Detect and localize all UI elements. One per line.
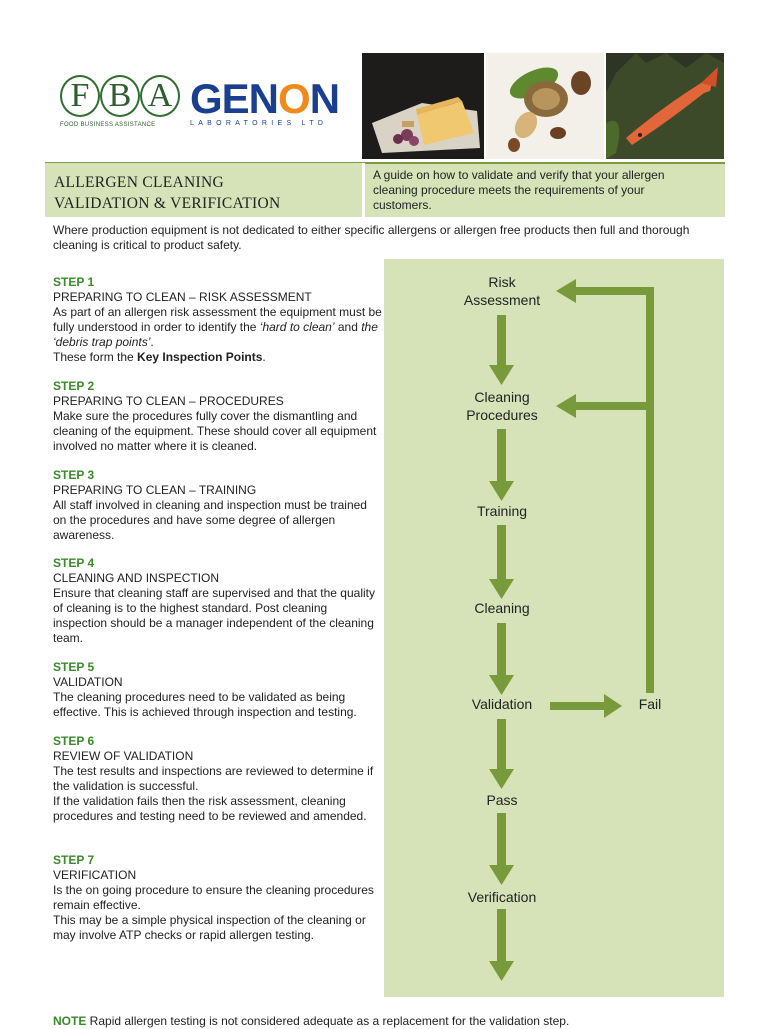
title-box	[45, 163, 365, 217]
fish-photo	[606, 53, 724, 159]
note-text: Rapid allergen testing is not considered…	[86, 1014, 570, 1028]
fba-letter-a: A	[140, 75, 180, 117]
step-label: STEP 3	[53, 468, 95, 482]
fba-subtitle: FOOD BUSINESS ASSISTANCE	[60, 122, 156, 128]
arrow-validation-to-fail	[550, 694, 622, 718]
step-label: STEP 5	[53, 660, 95, 674]
step-body: Make sure the procedures fully cover the…	[53, 409, 377, 453]
arrow-pass-to-verification	[489, 813, 514, 885]
step-2: STEP 2 PREPARING TO CLEAN – PROCEDURES M…	[53, 379, 383, 454]
title-line-1: ALLERGEN CLEANING	[54, 174, 224, 191]
step-3: STEP 3 PREPARING TO CLEAN – TRAINING All…	[53, 468, 383, 543]
nuts-photo	[486, 53, 604, 159]
step-heading: CLEANING AND INSPECTION	[53, 571, 220, 585]
genon-wordmark: GENON	[190, 75, 340, 122]
arrow-procedures-to-training	[489, 429, 514, 501]
step-1: STEP 1 PREPARING TO CLEAN – RISK ASSESSM…	[53, 275, 383, 365]
node-validation: Validation	[471, 696, 533, 712]
node-cleaning: Cleaning	[474, 600, 530, 616]
fba-logo: F B A FOOD BUSINESS ASSISTANCE	[60, 74, 180, 134]
flowchart-panel: Risk Assessment Cleaning Procedures Trai…	[384, 259, 724, 997]
genon-logo: GENON LABORATORIES LTD	[190, 75, 340, 130]
title-line-2: VALIDATION & VERIFICATION	[54, 195, 281, 212]
step-label: STEP 1	[53, 275, 95, 289]
step-label: STEP 4	[53, 556, 95, 570]
node-risk-assessment: Risk Assessment	[463, 274, 541, 308]
note-label: NOTE	[53, 1014, 87, 1028]
step-body-2: If the validation fails then the risk as…	[53, 794, 367, 823]
step-label: STEP 2	[53, 379, 95, 393]
arrow-risk-to-procedures	[489, 315, 514, 385]
footer-note: NOTE Rapid allergen testing is not consi…	[53, 1014, 733, 1029]
arrow-validation-to-pass	[489, 719, 514, 789]
step-label: STEP 6	[53, 734, 95, 748]
arrow-verification-down	[489, 909, 514, 981]
arrow-training-to-cleaning	[489, 525, 514, 599]
step-heading: REVIEW OF VALIDATION	[53, 749, 194, 763]
fba-letter-b: B	[100, 75, 140, 117]
step-body-2: This may be a simple physical inspection…	[53, 913, 366, 942]
node-pass: Pass	[486, 792, 518, 808]
step-body: All staff involved in cleaning and inspe…	[53, 498, 367, 542]
document-title: ALLERGEN CLEANING VALIDATION & VERIFICAT…	[54, 172, 354, 214]
step-body: The cleaning procedures need to be valid…	[53, 690, 357, 719]
step-4: STEP 4 CLEANING AND INSPECTION Ensure th…	[53, 556, 383, 646]
step-7: STEP 7 VERIFICATION Is the on going proc…	[53, 853, 383, 943]
genon-subtitle: LABORATORIES LTD	[190, 120, 328, 127]
document-subtitle: A guide on how to validate and verify th…	[373, 168, 665, 212]
node-verification: Verification	[467, 889, 537, 905]
step-heading: PREPARING TO CLEAN – PROCEDURES	[53, 394, 284, 408]
intro-paragraph: Where production equipment is not dedica…	[53, 223, 690, 252]
step-heading: VERIFICATION	[53, 868, 137, 882]
node-cleaning-procedures: Cleaning Procedures	[466, 389, 538, 423]
step-6: STEP 6 REVIEW OF VALIDATION The test res…	[53, 734, 383, 824]
step-body-2: These form the Key Inspection Points.	[53, 350, 266, 364]
flowchart-arrows	[489, 279, 654, 981]
cheese-photo	[362, 53, 484, 159]
arrow-cleaning-to-validation	[489, 623, 514, 695]
node-fail: Fail	[638, 696, 662, 712]
step-5: STEP 5 VALIDATION The cleaning procedure…	[53, 660, 383, 720]
step-label: STEP 7	[53, 853, 95, 867]
step-body: Ensure that cleaning staff are supervise…	[53, 586, 375, 645]
step-heading: PREPARING TO CLEAN – RISK ASSESSMENT	[53, 290, 312, 304]
step-body: The test results and inspections are rev…	[53, 764, 374, 793]
step-body: As part of an allergen risk assessment t…	[53, 305, 382, 349]
arrow-fail-loop	[556, 279, 654, 693]
fba-letter-f: F	[60, 75, 100, 117]
step-body: Is the on going procedure to ensure the …	[53, 883, 374, 912]
step-heading: PREPARING TO CLEAN – TRAINING	[53, 483, 257, 497]
step-heading: VALIDATION	[53, 675, 123, 689]
title-top-rule	[45, 162, 725, 164]
node-training: Training	[476, 503, 528, 519]
